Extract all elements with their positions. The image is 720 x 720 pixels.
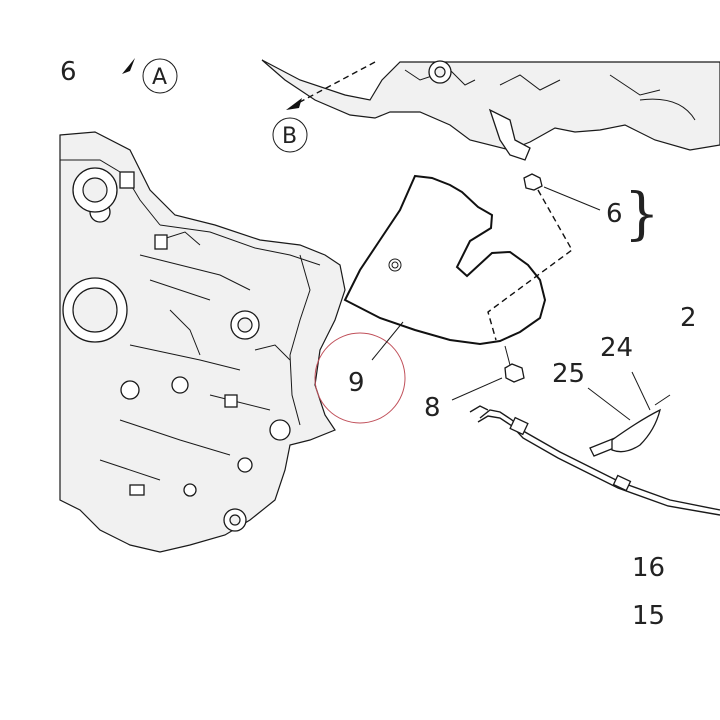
callout-25: 25 [552,359,585,389]
callout-24: 24 [600,333,633,363]
callout-16: 16 [632,553,665,583]
callout-6: 6 [606,199,623,229]
leader-line-9 [371,321,404,361]
screw-part-8 [451,345,525,401]
clip-part-6 [523,173,601,211]
callout-15: 15 [632,601,665,631]
spring-part-24 [611,371,671,453]
callout-top-left-6: 6 [60,57,77,87]
ref-B-label: B [282,124,297,149]
upper-frame-assembly [261,59,720,161]
ref-A-pointer [122,58,135,74]
ref-A-circle [142,58,178,94]
highlight-circle [314,332,406,424]
engine-crankcase [59,131,346,553]
cover-plate-9 [343,174,547,346]
brace-symbol: } [624,182,660,247]
ref-A-label: A [152,65,167,90]
callout-9: 9 [348,368,365,398]
ref-B-circle [272,117,308,153]
ref-B-pointer [286,61,376,110]
cable-assembly [469,405,720,516]
dashed-assembly-line [487,189,573,341]
callout-2-partial: 2 [680,303,697,333]
callout-8: 8 [424,393,441,423]
